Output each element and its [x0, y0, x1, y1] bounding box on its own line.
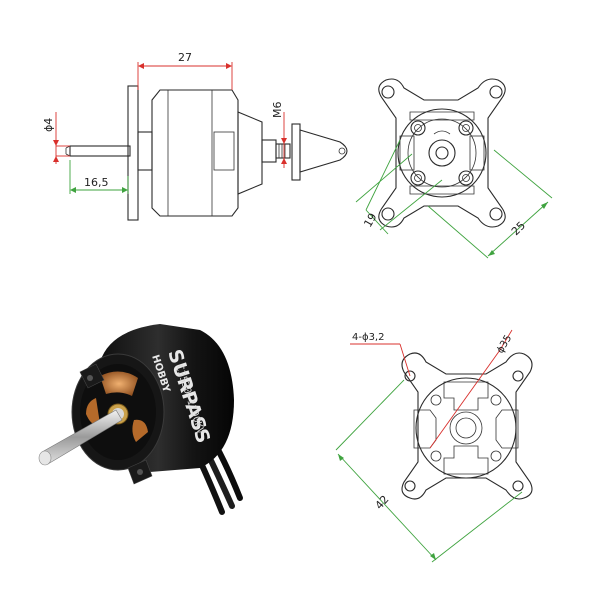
dim-length-label: 27: [178, 51, 192, 64]
rear-view: 4-ϕ3,2 ϕ35 42: [335, 329, 533, 563]
dim-mount-large-label: 25: [509, 219, 528, 238]
dim-thread-label: M6: [271, 102, 284, 119]
motor-photo: SURPASS HOBBY C3530-1100KV: [38, 324, 243, 515]
dim-mount-diameter-label: ϕ35: [495, 333, 514, 355]
side-view: 27 ϕ4 16,5 M6: [42, 51, 348, 221]
front-view: 19 25: [355, 78, 553, 259]
dim-shaft-length-label: 16,5: [84, 176, 109, 189]
dim-shaft-diameter-label: ϕ4: [42, 118, 55, 132]
dim-holes-label: 4-ϕ3,2: [352, 332, 384, 343]
dim-mount-small-label: 19: [361, 211, 379, 230]
